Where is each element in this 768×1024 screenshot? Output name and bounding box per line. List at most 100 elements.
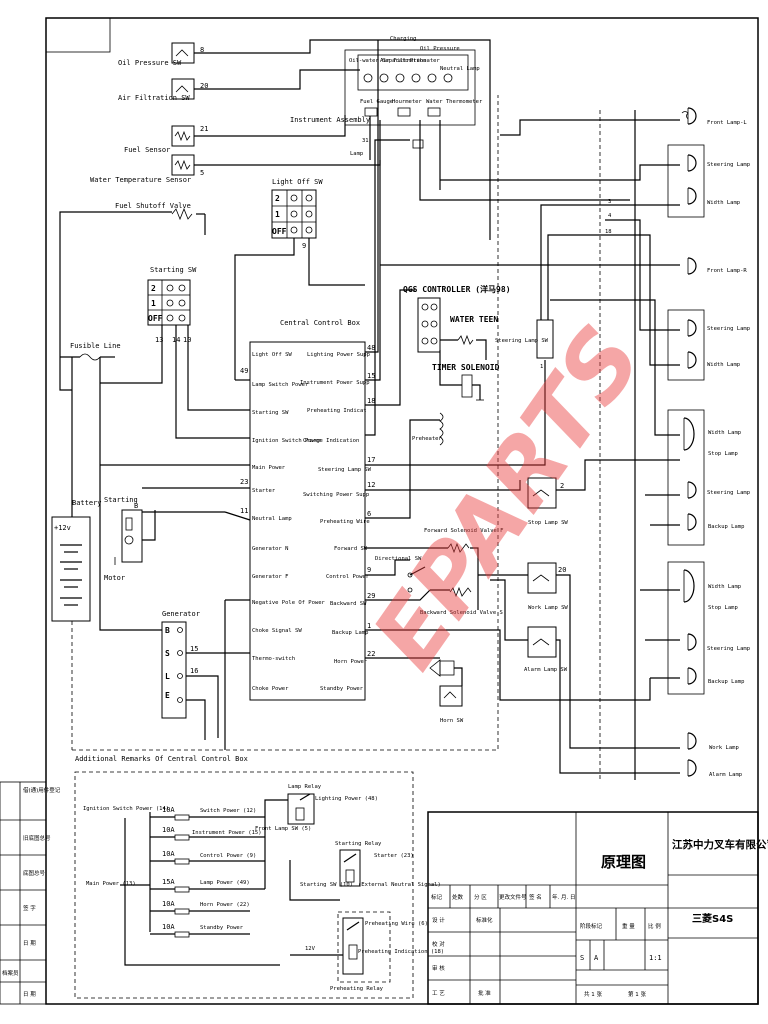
front-right-cluster: Steering Lamp Width Lamp: [667, 309, 750, 381]
ccb-r-12: Standby Power: [320, 686, 364, 692]
ccb-l-4: Main Power: [252, 465, 286, 471]
ccb-l-8: Generator F: [252, 574, 288, 580]
corner-tag-box: [45, 17, 111, 53]
fuse-1: 10A: [162, 806, 175, 814]
fuse-5: 10A: [162, 900, 175, 908]
watermark-eparts: EPARTS: [352, 307, 663, 687]
rev-h-mark: 标记: [431, 893, 443, 901]
rl-backup-label: Backup Lamp: [708, 524, 744, 530]
ccb-l-9: Negative Pole Of Power: [252, 600, 326, 606]
ccb-l-5: Starter: [252, 488, 276, 494]
fr-steering-label: Steering Lamp: [707, 326, 750, 332]
wire-20: [194, 69, 360, 90]
battery-voltage: +12v: [54, 524, 71, 532]
fusible-line-label: Fusible Line: [70, 342, 121, 350]
lamp-relay-label: Lamp Relay: [288, 784, 322, 790]
lighting-power-label: Lighting Power (48): [315, 796, 378, 802]
strip-old-base: 旧底图总号: [23, 834, 51, 842]
fr-width-label: Width Lamp: [707, 362, 740, 368]
ccb-r-1: Instrument Power Supp: [300, 380, 370, 386]
starting-motor: Starting B Motor: [100, 464, 250, 582]
tb-stage-s: S: [580, 954, 584, 962]
front-lamp-l: Front Lamp-L: [500, 107, 747, 136]
wn-18: 18: [367, 397, 375, 405]
ind-air-filter: Air Filtration: [380, 58, 426, 64]
wn-2: 2: [560, 482, 564, 490]
ccb-l-1: Lamp Switch Power: [252, 382, 309, 388]
wn-12: 12: [367, 481, 375, 489]
tb-approve: 批 准: [478, 989, 491, 997]
air-filtration-sw-label: Air Filtration SW: [118, 94, 190, 102]
ccb-dashed-boundary: [72, 95, 499, 751]
tb-sheets-total: 共 1 张: [584, 990, 602, 998]
fuse-3: 10A: [162, 850, 175, 858]
fl-steering-label: Steering Lamp: [707, 162, 750, 168]
front-lamp-sw-label: Front Lamp SW (5): [255, 826, 311, 832]
fuse-4: 15A: [162, 878, 175, 886]
wn-13: 13: [155, 336, 163, 344]
fuse-6: 10A: [162, 923, 175, 931]
front-lamp-l-label: Front Lamp-L: [707, 120, 747, 126]
rr-width-label: Width Lamp: [708, 584, 741, 590]
rev-h-count: 处数: [452, 893, 464, 901]
rem-main: Main Power (13): [86, 881, 136, 887]
starting-sw-label: Starting SW: [150, 266, 197, 274]
fuel-shutoff-valve: Fuel Shutoff Valve: [115, 202, 206, 235]
ind-fuel-gauge: Fuel Gauge: [360, 99, 393, 105]
fl-width-label: Width Lamp: [707, 200, 740, 206]
fuel-sensor: Fuel Sensor: [124, 125, 195, 154]
fuel-shutoff-valve-label: Fuel Shutoff Valve: [115, 202, 191, 210]
air-filtration-sw: Air Filtration SW: [118, 78, 195, 102]
instrument-assembly: Charging Oil Pressure Oil-water Separato…: [290, 36, 483, 157]
wn-49: 49: [240, 367, 248, 375]
fusible-line: Fusible Line: [59, 235, 165, 631]
rear-right-cluster: Width Lamp Stop Lamp Steering Lamp Backu…: [667, 561, 750, 695]
tb-design: 设 计: [432, 916, 445, 924]
light-off-pos-2: 2: [275, 194, 280, 203]
work-lamp-label: Work Lamp: [709, 745, 739, 751]
light-off-sw-label: Light Off SW: [272, 178, 323, 186]
wn-29: 29: [367, 592, 375, 600]
front-lamp-r: Front Lamp-R: [687, 257, 747, 275]
directional-sw: Forward Solenoid Valve F Directional SW …: [375, 528, 503, 616]
light-off-sw: Light Off SW 2 1 OFF: [271, 178, 323, 239]
wn-14: 14: [172, 336, 180, 344]
rr-stop-label: Stop Lamp: [708, 605, 738, 611]
out-switch: Switch Power (12): [200, 808, 256, 814]
strip-sign: 签 字: [23, 904, 36, 912]
alarm-lamp-sw: Alarm Lamp SW: [524, 626, 680, 774]
wn-1: 1: [367, 622, 371, 630]
backward-valve-label: Backward Solenoid Valve S: [420, 610, 503, 616]
instrument-assembly-label: Instrument Assembly: [290, 116, 370, 124]
battery-label: Battery: [72, 499, 102, 507]
oil-pressure-sw-label: Oil Pressure SW: [118, 59, 182, 67]
wn-18b: 18: [605, 229, 612, 235]
ind-charging: Charging: [390, 36, 417, 42]
preheating-relay-label: Preheating Relay: [330, 986, 384, 992]
tb-weight-label: 重 量: [622, 922, 635, 930]
starting-label: Starting: [104, 496, 138, 504]
wn-17: 17: [367, 456, 375, 464]
ind-preheater: Preheater: [410, 58, 440, 64]
starter-23-label: Starter (23): [374, 853, 414, 859]
ccb-r-0: Lighting Power Supp: [307, 352, 370, 358]
wn-gen-15: 15: [190, 645, 198, 653]
directional-sw-label: Directional SW: [375, 556, 422, 562]
strip-date: 日 期: [23, 940, 36, 947]
wn-48: 48: [367, 344, 375, 352]
left-strip: 借(通)用件登记 旧底图总号 底图总号 签 字 日 期 档案员 日 期: [0, 781, 61, 1005]
drawing-name: 原理图: [601, 853, 646, 871]
ccb-r-3: Charge Indication: [303, 438, 359, 444]
tb-review: 审 核: [432, 964, 445, 972]
fuse-2: 10A: [162, 826, 175, 834]
wn-20: 20: [200, 82, 208, 90]
ccb-l-2: Starting SW: [252, 410, 289, 416]
ccb-r-2: Preheating Indicat: [307, 408, 367, 414]
wire-5: [194, 120, 381, 166]
ccb-l-3: Ignition Switch Power: [252, 438, 322, 444]
ind-neutral: Neutral Lamp: [440, 66, 480, 72]
ind-thermometer: Water Thermometer: [426, 99, 483, 105]
strip-archivist: 档案员: [2, 969, 19, 977]
wn-15: 15: [367, 372, 375, 380]
tb-scale-value: 1:1: [649, 954, 662, 962]
